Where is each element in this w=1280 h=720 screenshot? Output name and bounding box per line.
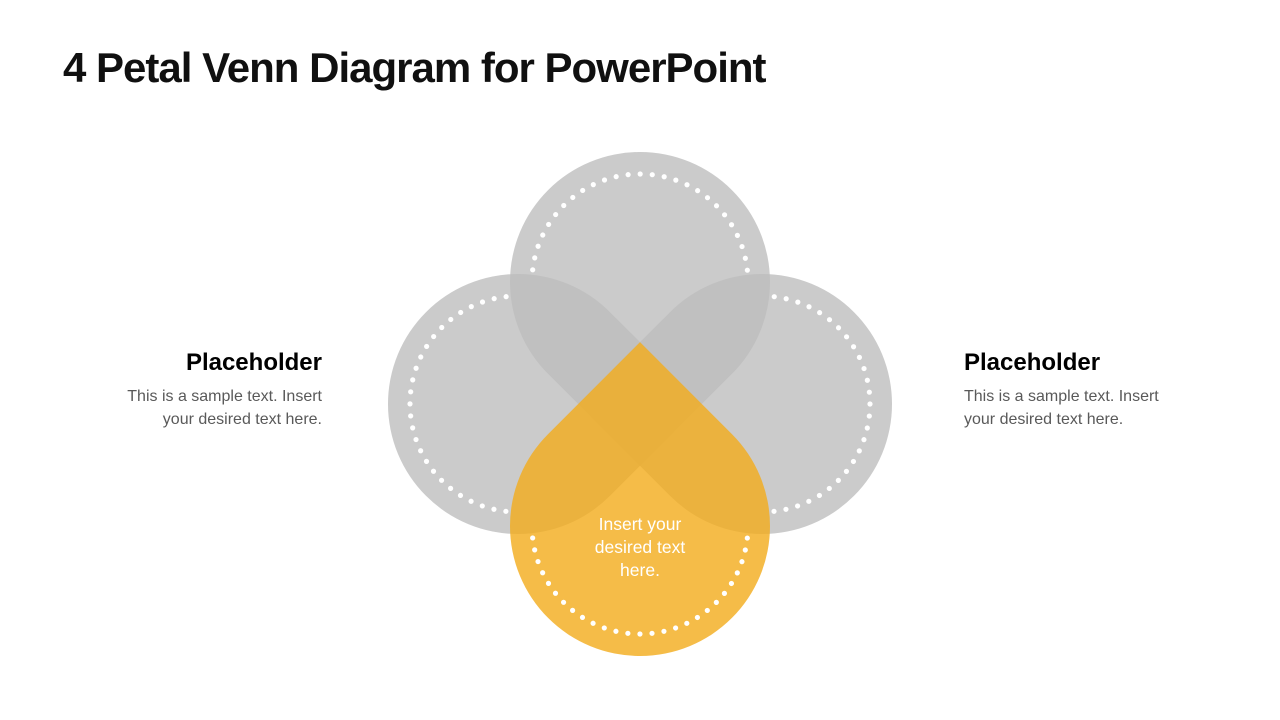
right-text-block: Placeholder This is a sample text. Inser…	[964, 348, 1226, 431]
center-label-line-1: Insert your	[598, 514, 682, 534]
left-body-line-2: your desired text here.	[162, 411, 322, 428]
dotted-circle-top	[529, 171, 751, 393]
center-label-line-3: here.	[620, 560, 660, 580]
center-label-line-2: desired text	[594, 537, 686, 557]
dotted-circle-right	[651, 293, 873, 515]
right-body-line-2: your desired text here.	[964, 411, 1124, 428]
right-body-line-1: This is a sample text. Insert	[964, 388, 1159, 405]
center-label: Insert your desired text here.	[540, 513, 740, 582]
right-heading: Placeholder	[964, 349, 1101, 376]
slide-title: 4 Petal Venn Diagram for PowerPoint	[63, 44, 767, 91]
left-text-block: Placeholder This is a sample text. Inser…	[60, 348, 322, 431]
left-body-line-1: This is a sample text. Insert	[127, 388, 322, 405]
left-heading: Placeholder	[185, 349, 322, 376]
dotted-circle-left	[407, 293, 629, 515]
dotted-circle-bottom	[529, 415, 751, 637]
